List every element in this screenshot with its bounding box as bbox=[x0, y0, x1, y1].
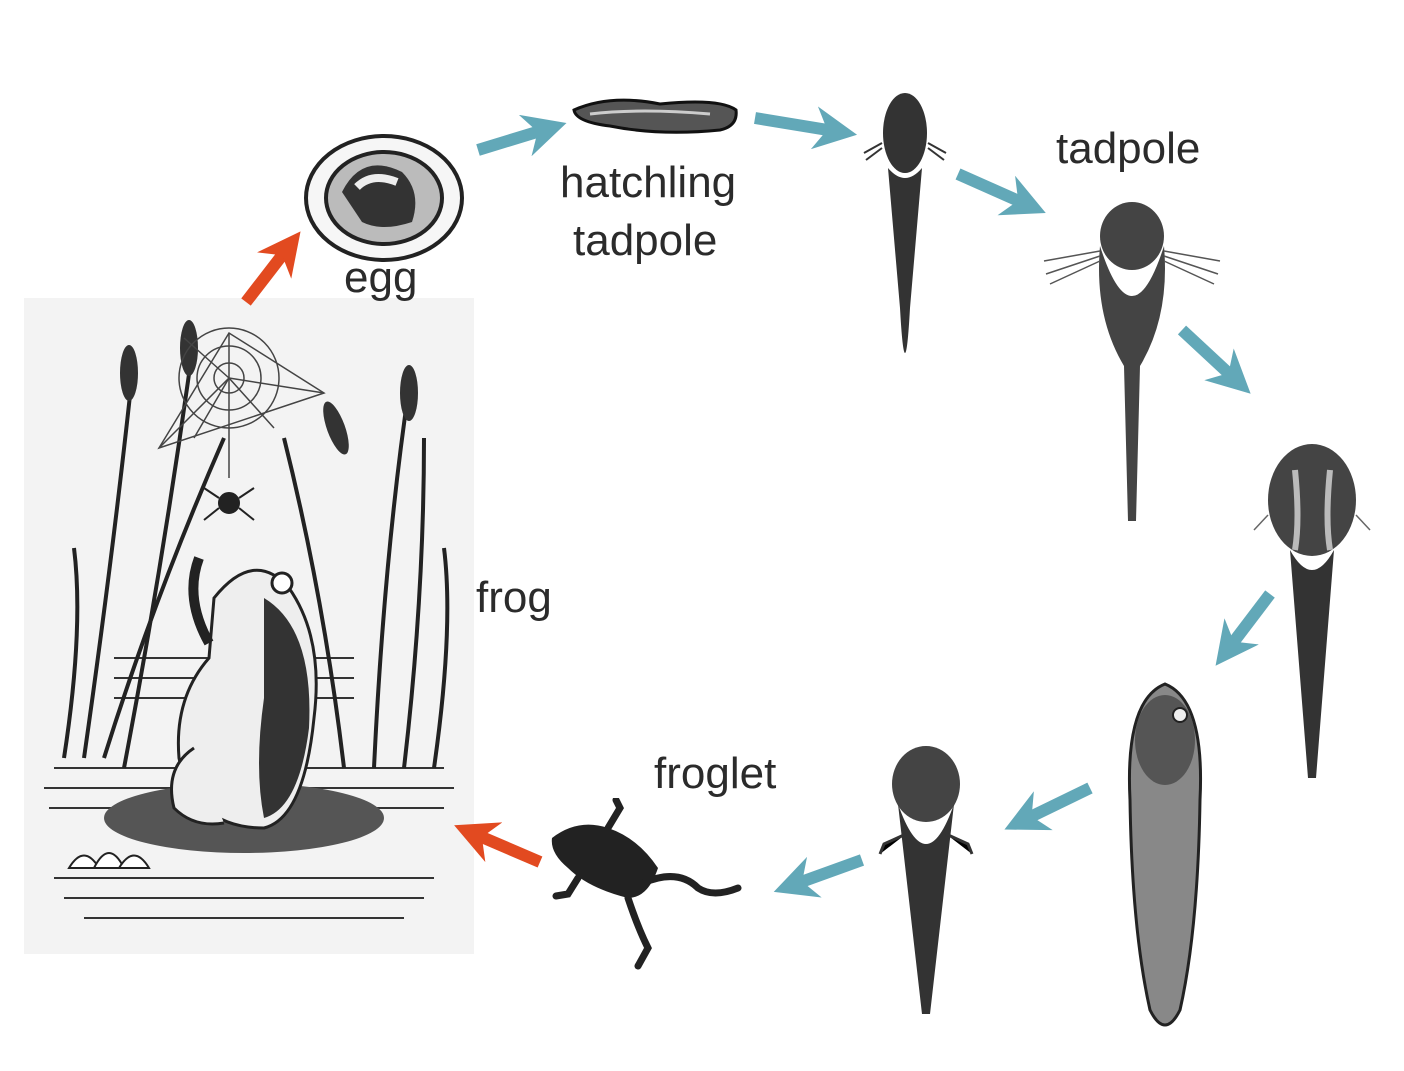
stage-egg bbox=[302, 132, 466, 269]
stage-tadpole-internal-gills bbox=[1250, 440, 1375, 785]
froglet-icon bbox=[551, 796, 742, 970]
adult-frog-icon bbox=[170, 556, 318, 830]
frog-scene-icon bbox=[44, 320, 454, 919]
arrow-hatchling-to-tadpole1 bbox=[754, 106, 858, 150]
water-lily-icon bbox=[67, 852, 151, 869]
tadpole-icon bbox=[1043, 202, 1221, 521]
label-tadpole: tadpole bbox=[1056, 124, 1201, 173]
stage-tadpole-external-gills bbox=[860, 88, 950, 408]
tadpole-large-icon bbox=[1127, 682, 1203, 1027]
arrow-large-to-hind-legs bbox=[1004, 782, 1093, 831]
spider-icon bbox=[203, 487, 255, 521]
arrow-froglet-to-frog bbox=[454, 822, 543, 868]
stage-hatchling-tadpole bbox=[570, 92, 740, 147]
label-egg: egg bbox=[344, 253, 418, 302]
tadpole-hind-legs-icon bbox=[878, 746, 974, 1014]
hatchling-tadpole-icon bbox=[572, 98, 738, 134]
stage-tadpole bbox=[1040, 196, 1225, 531]
stage-froglet bbox=[548, 796, 768, 983]
arrow-tadpole1-to-tadpole bbox=[955, 168, 1046, 216]
arrow-tadpole-to-internal-gills bbox=[1177, 325, 1251, 394]
stage-tadpole-large bbox=[1120, 680, 1210, 1045]
stage-tadpole-hind-legs bbox=[876, 744, 976, 1021]
arrow-frog-to-egg bbox=[241, 231, 301, 306]
arrow-internal-gills-to-large bbox=[1215, 590, 1275, 666]
egg-icon bbox=[304, 134, 464, 262]
label-frog: frog bbox=[476, 573, 552, 622]
tadpole-external-gills-icon bbox=[863, 93, 947, 353]
label-hatchling-line2: tadpole bbox=[573, 216, 718, 265]
tadpole-internal-gills-icon bbox=[1253, 444, 1371, 778]
frog-illustration bbox=[24, 298, 474, 954]
arrow-egg-to-hatchling bbox=[476, 114, 567, 157]
label-froglet: froglet bbox=[654, 749, 777, 798]
label-hatchling-line1: hatchling bbox=[560, 158, 737, 207]
arrow-hind-legs-to-froglet bbox=[773, 854, 865, 898]
